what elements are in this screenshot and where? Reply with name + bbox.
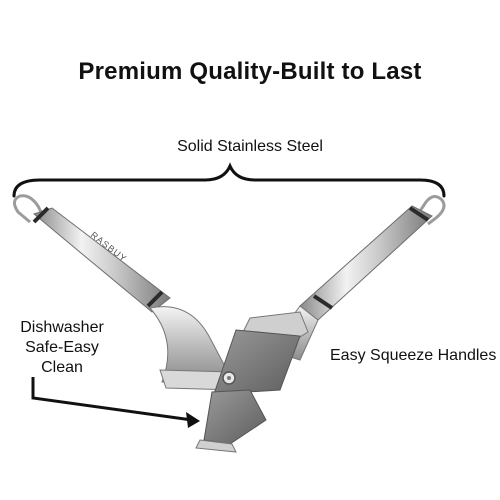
arrow-head-icon: [186, 412, 200, 428]
dishwasher-line-1: Dishwasher: [20, 319, 104, 336]
headline: Premium Quality-Built to Last: [78, 58, 422, 85]
press-plate: [195, 329, 301, 453]
arrow-line: [31, 377, 193, 422]
dishwasher-line-3: Clean: [41, 359, 83, 376]
left-handle: [13, 194, 243, 391]
handles-callout: Easy Squeeze Handles: [330, 347, 497, 364]
brace-shape: [12, 162, 446, 198]
material-callout: Solid Stainless Steel: [177, 138, 323, 155]
dishwasher-callout: Dishwasher Safe-Easy Clean: [4, 318, 120, 378]
dishwasher-line-2: Safe-Easy: [25, 339, 99, 356]
